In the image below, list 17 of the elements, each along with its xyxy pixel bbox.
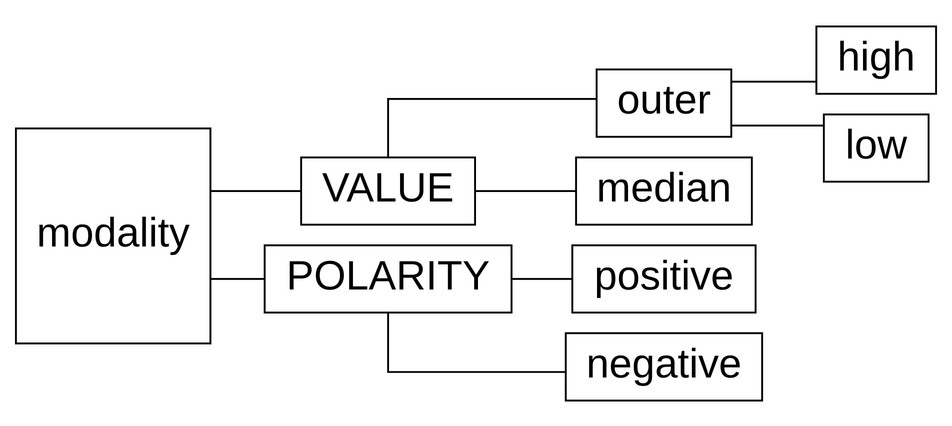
node-box: negative bbox=[564, 332, 764, 401]
node-box: low bbox=[822, 112, 930, 182]
connector bbox=[210, 190, 301, 192]
node-box: median bbox=[575, 156, 753, 226]
connector bbox=[387, 312, 566, 372]
node-box: VALUE bbox=[300, 156, 476, 226]
connector bbox=[475, 190, 576, 192]
node-box: positive bbox=[571, 244, 757, 314]
connector bbox=[512, 278, 572, 280]
connector bbox=[732, 80, 816, 82]
node-box: outer bbox=[596, 68, 732, 138]
node-box: modality bbox=[15, 126, 212, 344]
node-box: POLARITY bbox=[264, 244, 512, 314]
connector bbox=[210, 278, 264, 280]
connector bbox=[387, 98, 596, 157]
connector bbox=[732, 124, 824, 126]
node-box: high bbox=[815, 25, 937, 94]
